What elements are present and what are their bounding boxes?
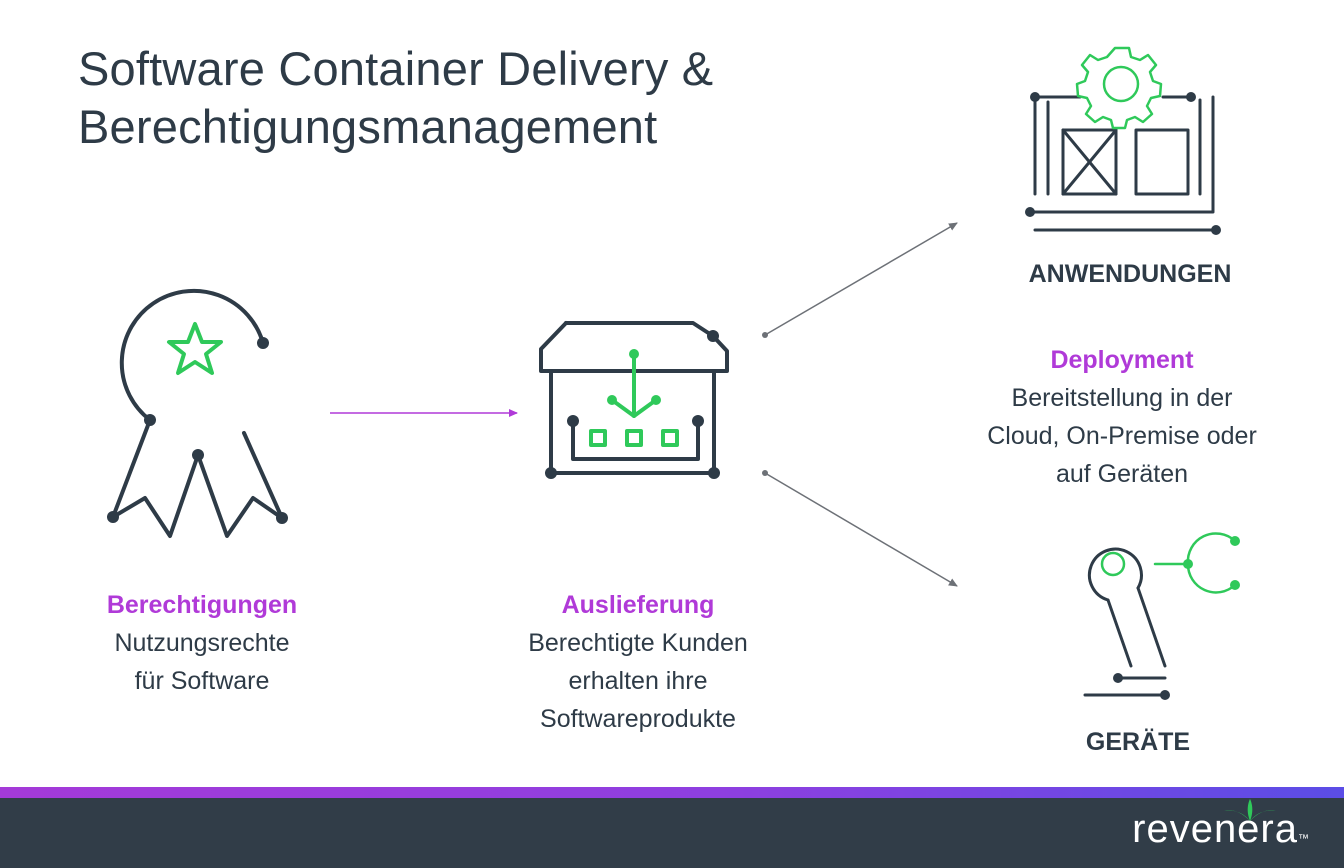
award-ribbon-icon bbox=[107, 288, 288, 538]
delivery-line-1: Berechtigte Kunden bbox=[528, 629, 748, 657]
deployment-line-3: auf Geräten bbox=[1055, 460, 1189, 488]
applications-caption: ANWENDUNGEN bbox=[1028, 260, 1232, 288]
leaf-logo-icon bbox=[1224, 799, 1277, 821]
page-title: Software Container Delivery & Berechtigu… bbox=[78, 40, 898, 156]
footer-gradient-stripe bbox=[0, 787, 1344, 798]
arrow-delivery-to-devices bbox=[764, 472, 958, 587]
entitlements-heading: Berechtigungen bbox=[106, 591, 298, 619]
entitlements-line-2: für Software bbox=[134, 667, 270, 695]
entitlements-block: Berechtigungen Nutzungsrechte für Softwa… bbox=[52, 586, 352, 700]
delivery-heading: Auslieferung bbox=[561, 591, 715, 619]
title-line-1: Software Container Delivery & bbox=[78, 42, 714, 95]
brand-name: revenera bbox=[1132, 807, 1298, 851]
robot-arm-icon bbox=[1083, 532, 1240, 700]
devices-caption: GERÄTE bbox=[1085, 728, 1191, 756]
brand-trademark: ™ bbox=[1298, 833, 1310, 845]
delivery-line-3: Softwareprodukte bbox=[540, 705, 736, 733]
delivery-line-2: erhalten ihre bbox=[568, 667, 708, 695]
footer-bar: revenera™ bbox=[0, 787, 1344, 868]
deployment-heading: Deployment bbox=[1050, 346, 1194, 374]
box-download-icon bbox=[539, 321, 729, 479]
star-icon bbox=[167, 322, 223, 375]
deployment-block: Deployment Bereitstellung in der Cloud, … bbox=[942, 341, 1302, 493]
deployment-line-1: Bereitstellung in der bbox=[1011, 384, 1233, 412]
title-line-2: Berechtigungsmanagement bbox=[78, 100, 658, 153]
delivery-block: Auslieferung Berechtigte Kunden erhalten… bbox=[478, 586, 798, 738]
arrow-delivery-to-applications bbox=[764, 222, 958, 336]
deployment-line-2: Cloud, On-Premise oder bbox=[987, 422, 1257, 450]
entitlements-line-1: Nutzungsrechte bbox=[114, 629, 290, 657]
application-gear-icon bbox=[1025, 46, 1221, 235]
brand-logo: revenera™ bbox=[1132, 799, 1310, 852]
